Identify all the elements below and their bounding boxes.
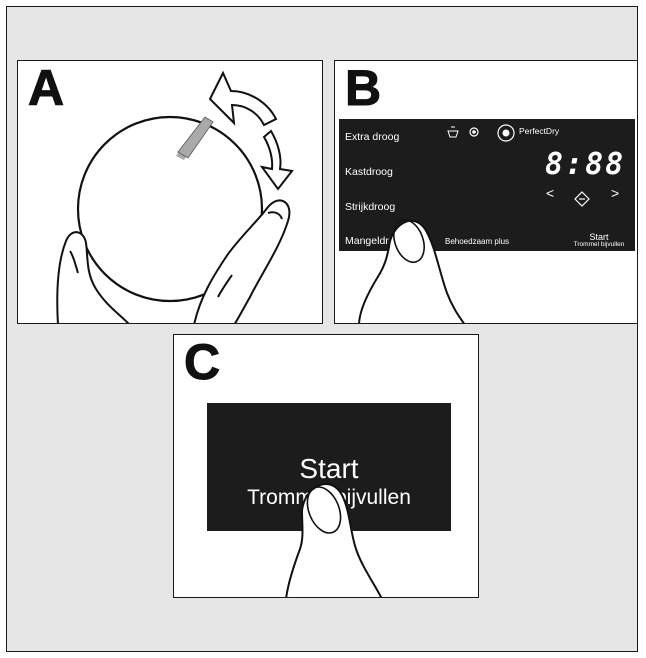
- time-display: 8:88: [545, 147, 625, 182]
- perfectdry-label[interactable]: PerfectDry: [519, 126, 559, 136]
- panel-a-letter: A: [28, 63, 64, 113]
- start-sublabel-large: Trommel bijvullen: [207, 486, 451, 510]
- panel-b: B Extra droog Kastdroog Strijkdroog Mang…: [334, 60, 638, 324]
- perfectdry-icon: [498, 125, 514, 141]
- panel-a: A: [17, 60, 323, 324]
- behoedzaam-label[interactable]: Behoedzaam plus: [445, 237, 509, 246]
- start-button-large[interactable]: Start: [207, 453, 451, 485]
- basket-icon: [448, 127, 458, 137]
- panel-c-letter: C: [184, 337, 220, 387]
- nav-prev-button[interactable]: <: [546, 185, 554, 201]
- control-display: Extra droog Kastdroog Strijkdroog Mangel…: [339, 119, 635, 251]
- nav-next-button[interactable]: >: [611, 185, 619, 201]
- start-button-sublabel: Trommel bijvullen: [561, 241, 637, 248]
- favourite-icon[interactable]: [575, 192, 589, 206]
- start-display: Start Trommel bijvullen: [207, 403, 451, 531]
- panel-b-letter: B: [345, 63, 381, 113]
- panel-c: C Start Trommel bijvullen: [173, 334, 479, 598]
